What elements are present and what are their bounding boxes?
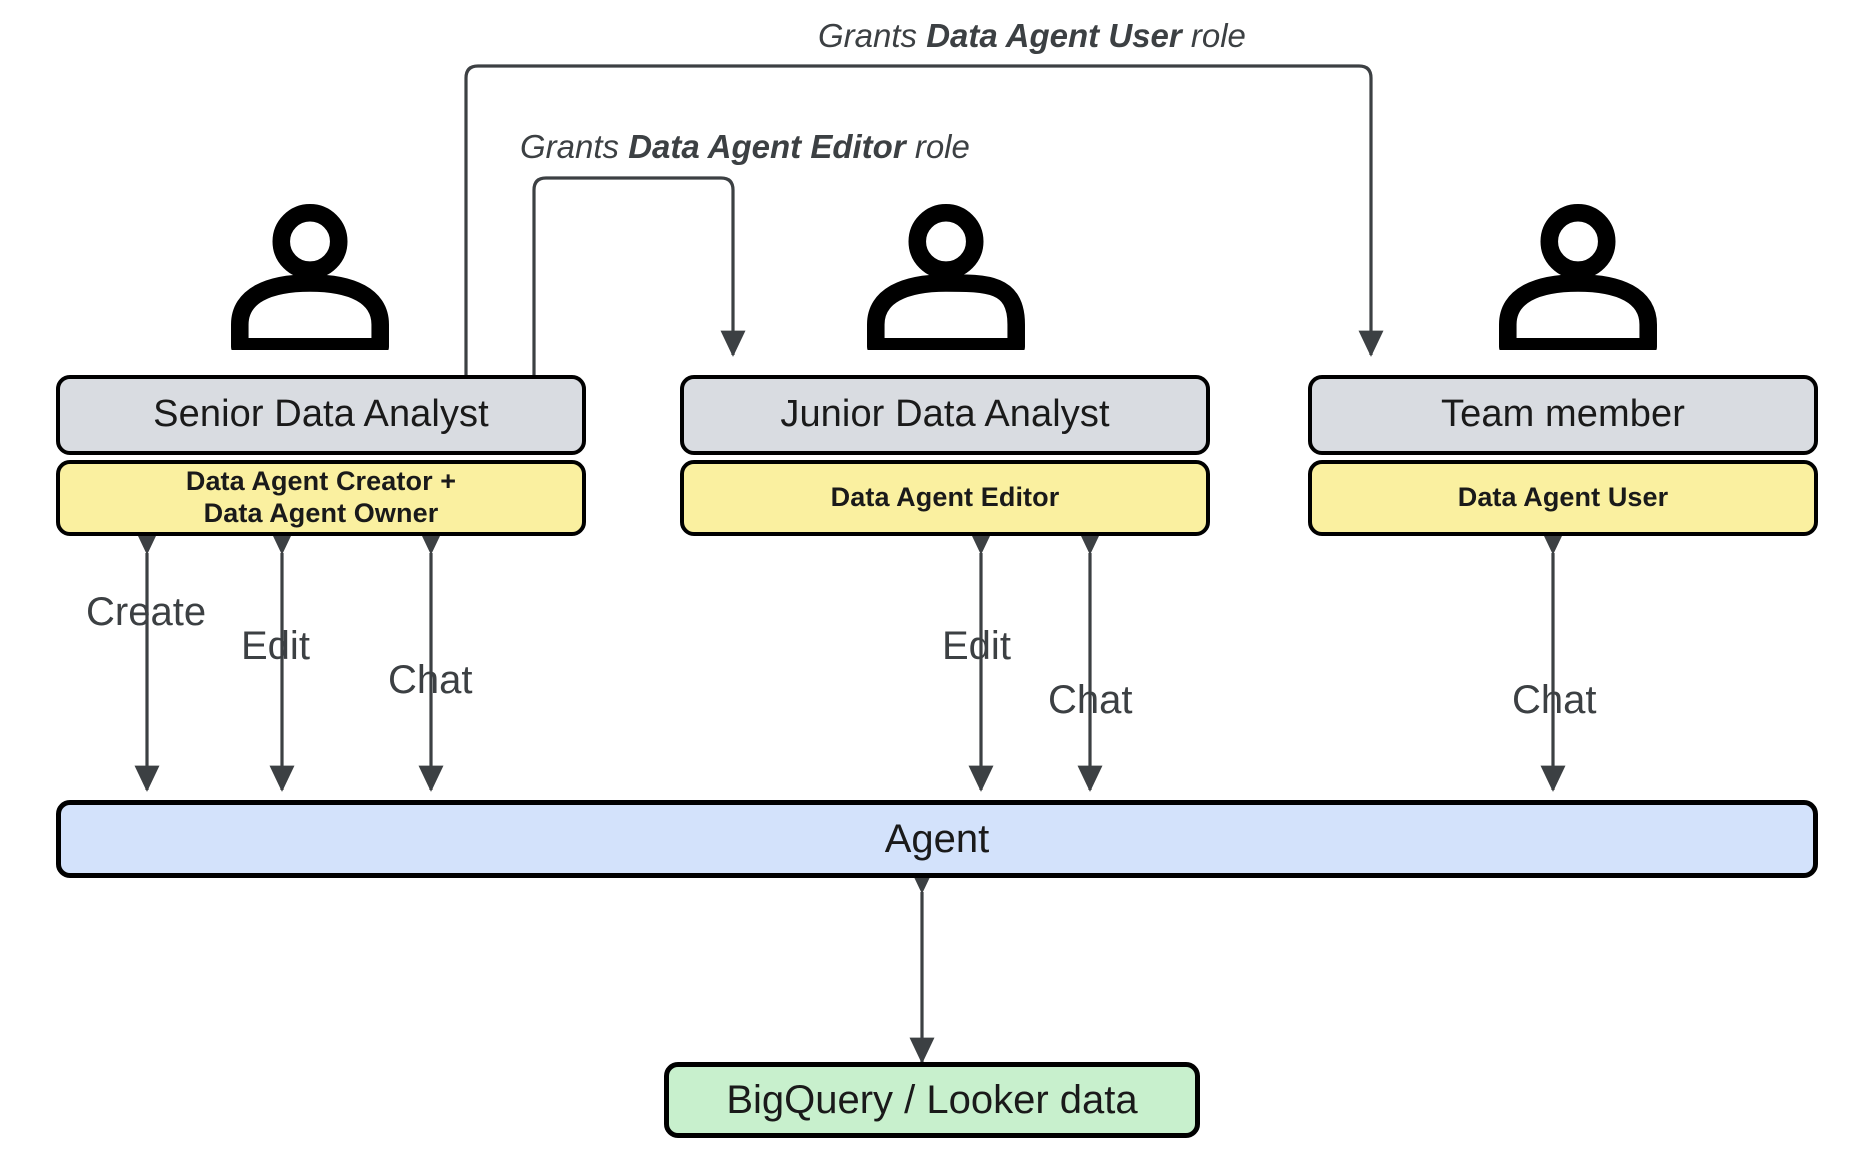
grant-label-data-agent-editor: Grants Data Agent Editor role xyxy=(520,128,970,166)
grant-role: Data Agent User xyxy=(926,17,1182,54)
grant-role: Data Agent Editor xyxy=(628,128,906,165)
grant-suffix: role xyxy=(1181,17,1246,54)
edge-label-edit-junior: Edit xyxy=(942,624,1011,668)
role-line-2: Data Agent Owner xyxy=(203,498,439,528)
persona-name: Senior Data Analyst xyxy=(153,393,489,436)
persona-header-junior-data-analyst[interactable]: Junior Data Analyst xyxy=(680,375,1210,455)
node-data-source[interactable]: BigQuery / Looker data xyxy=(664,1062,1200,1138)
person-icon xyxy=(231,203,389,350)
persona-name: Junior Data Analyst xyxy=(780,393,1110,436)
persona-name: Team member xyxy=(1441,393,1685,436)
persona-header-senior-data-analyst[interactable]: Senior Data Analyst xyxy=(56,375,586,455)
connector-grants-data-agent-editor xyxy=(532,176,746,375)
role-line-1: Data Agent Editor xyxy=(830,482,1060,513)
edge-label-chat-junior: Chat xyxy=(1048,678,1133,722)
node-agent[interactable]: Agent xyxy=(56,800,1818,878)
grant-suffix: role xyxy=(905,128,970,165)
role-badge-senior-data-analyst[interactable]: Data Agent Creator + Data Agent Owner xyxy=(56,460,586,536)
role-badge-junior-data-analyst[interactable]: Data Agent Editor xyxy=(680,460,1210,536)
grant-prefix: Grants xyxy=(818,17,927,54)
role-line-1: Data Agent Creator + xyxy=(185,466,457,497)
node-data-source-label: BigQuery / Looker data xyxy=(726,1077,1138,1122)
edge-label-chat-senior: Chat xyxy=(388,658,473,702)
edge-label-create: Create xyxy=(86,590,207,634)
persona-header-team-member[interactable]: Team member xyxy=(1308,375,1818,455)
person-icon xyxy=(867,203,1025,350)
grant-prefix: Grants xyxy=(520,128,629,165)
role-line-1: Data Agent User xyxy=(1457,482,1669,513)
grant-label-data-agent-user: Grants Data Agent User role xyxy=(818,17,1246,55)
person-icon xyxy=(1499,203,1657,350)
edge-label-edit-senior: Edit xyxy=(241,624,310,668)
role-badge-team-member[interactable]: Data Agent User xyxy=(1308,460,1818,536)
edge-label-chat-team: Chat xyxy=(1512,678,1597,722)
node-agent-label: Agent xyxy=(884,816,990,861)
